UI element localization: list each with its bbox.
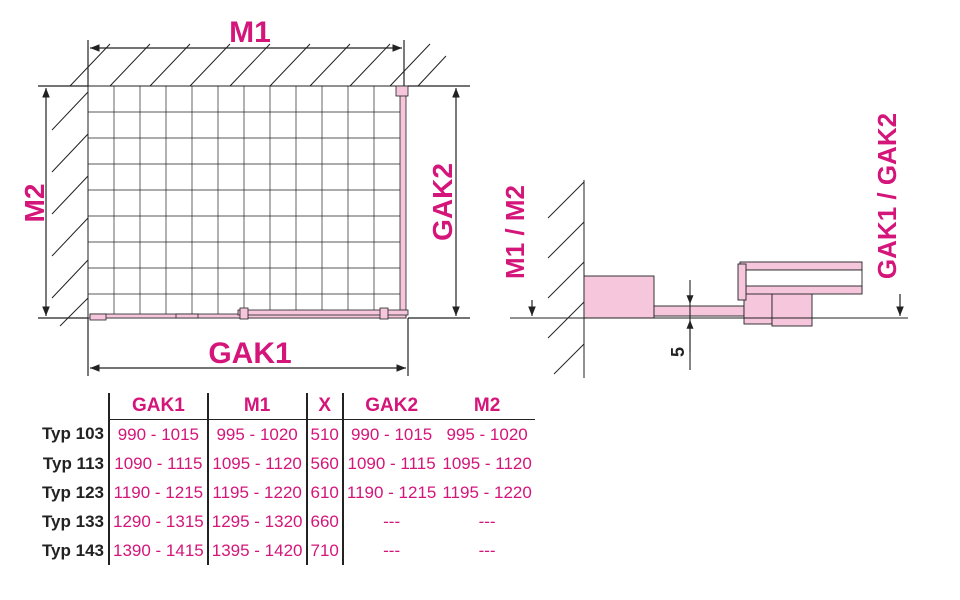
table-cell-type: Typ 123 bbox=[41, 482, 104, 502]
gak1-label: GAK1 bbox=[208, 337, 291, 370]
table-cell: 1190 - 1215 bbox=[341, 478, 440, 507]
table-cell: 610 bbox=[305, 478, 343, 507]
gap-label: 5 bbox=[668, 347, 688, 357]
table-cell: 1095 - 1120 bbox=[442, 453, 532, 473]
table-cell: 1095 - 1120 bbox=[206, 449, 307, 478]
table-header-row: GAK1 M1 X GAK2 M2 bbox=[26, 393, 535, 420]
table-header-cell bbox=[26, 393, 109, 420]
table-header-cell: GAK2 bbox=[341, 393, 440, 420]
gak1-dimension bbox=[87, 318, 409, 376]
table-cell: 660 bbox=[305, 507, 343, 536]
detail-view: M1 / M2 GAK1 / GAK2 5 bbox=[500, 113, 908, 378]
table-cell-type: Typ 103 bbox=[41, 424, 104, 444]
table-cell: 995 - 1020 bbox=[446, 424, 528, 444]
detail-wall-hatch bbox=[547, 180, 585, 378]
table-cell: 710 bbox=[305, 536, 343, 565]
table-cell: --- bbox=[478, 511, 496, 531]
table-cell: --- bbox=[341, 536, 440, 565]
top-wall-hatch bbox=[69, 43, 447, 87]
table-header-cell: M1 bbox=[206, 393, 307, 420]
glass-panels bbox=[89, 85, 409, 321]
table-cell: 560 bbox=[305, 449, 343, 478]
m2-dimension bbox=[38, 85, 88, 319]
table-row: Typ 113 1090 - 1115 1095 - 1120 560 1090… bbox=[26, 449, 535, 478]
table-cell: 990 - 1015 bbox=[341, 419, 440, 449]
table-cell: 1295 - 1320 bbox=[206, 507, 307, 536]
table-row: Typ 133 1290 - 1315 1295 - 1320 660 --- … bbox=[26, 507, 535, 536]
table-cell: 990 - 1015 bbox=[108, 419, 208, 449]
m1-label: M1 bbox=[229, 16, 271, 49]
table-cell: 1195 - 1220 bbox=[442, 482, 532, 502]
table-cell-type: Typ 143 bbox=[41, 540, 104, 560]
gak1-gak2-label: GAK1 / GAK2 bbox=[872, 113, 902, 279]
main-plan-view: M1 M2 GAK2 GAK1 bbox=[19, 16, 470, 376]
table-cell: --- bbox=[478, 540, 496, 560]
spec-table: GAK1 M1 X GAK2 M2 Typ 103 990 - 1015 995… bbox=[26, 393, 535, 565]
gak2-label: GAK2 bbox=[427, 163, 458, 241]
table-cell-type: Typ 113 bbox=[42, 453, 104, 473]
table-row: Typ 123 1190 - 1215 1195 - 1220 610 1190… bbox=[26, 478, 535, 507]
table-row: Typ 103 990 - 1015 995 - 1020 510 990 - … bbox=[26, 419, 535, 449]
table-cell: 1190 - 1215 bbox=[108, 478, 208, 507]
table-cell: 510 bbox=[305, 419, 343, 449]
left-wall-hatch bbox=[51, 86, 89, 327]
table-cell: 995 - 1020 bbox=[206, 419, 307, 449]
tile-grid bbox=[87, 85, 405, 319]
gak2-dimension bbox=[408, 85, 470, 319]
m1-m2-label: M1 / M2 bbox=[500, 185, 530, 279]
table-cell: 1195 - 1220 bbox=[206, 478, 307, 507]
table-header-cell: M2 bbox=[439, 393, 535, 420]
table-cell: 1090 - 1115 bbox=[341, 449, 440, 478]
table-cell-type: Typ 133 bbox=[41, 511, 104, 531]
table-header-cell: X bbox=[305, 393, 343, 420]
table-row: Typ 143 1390 - 1415 1395 - 1420 710 --- … bbox=[26, 536, 535, 565]
m2-label: M2 bbox=[19, 184, 50, 223]
table-cell: 1090 - 1115 bbox=[108, 449, 208, 478]
detail-profile bbox=[583, 261, 863, 327]
m1-dimension bbox=[87, 40, 405, 86]
table-cell: 1390 - 1415 bbox=[108, 536, 208, 565]
table-cell: 1290 - 1315 bbox=[108, 507, 208, 536]
table-header-cell: GAK1 bbox=[108, 393, 208, 420]
table-cell: 1395 - 1420 bbox=[206, 536, 307, 565]
table-cell: --- bbox=[341, 507, 440, 536]
